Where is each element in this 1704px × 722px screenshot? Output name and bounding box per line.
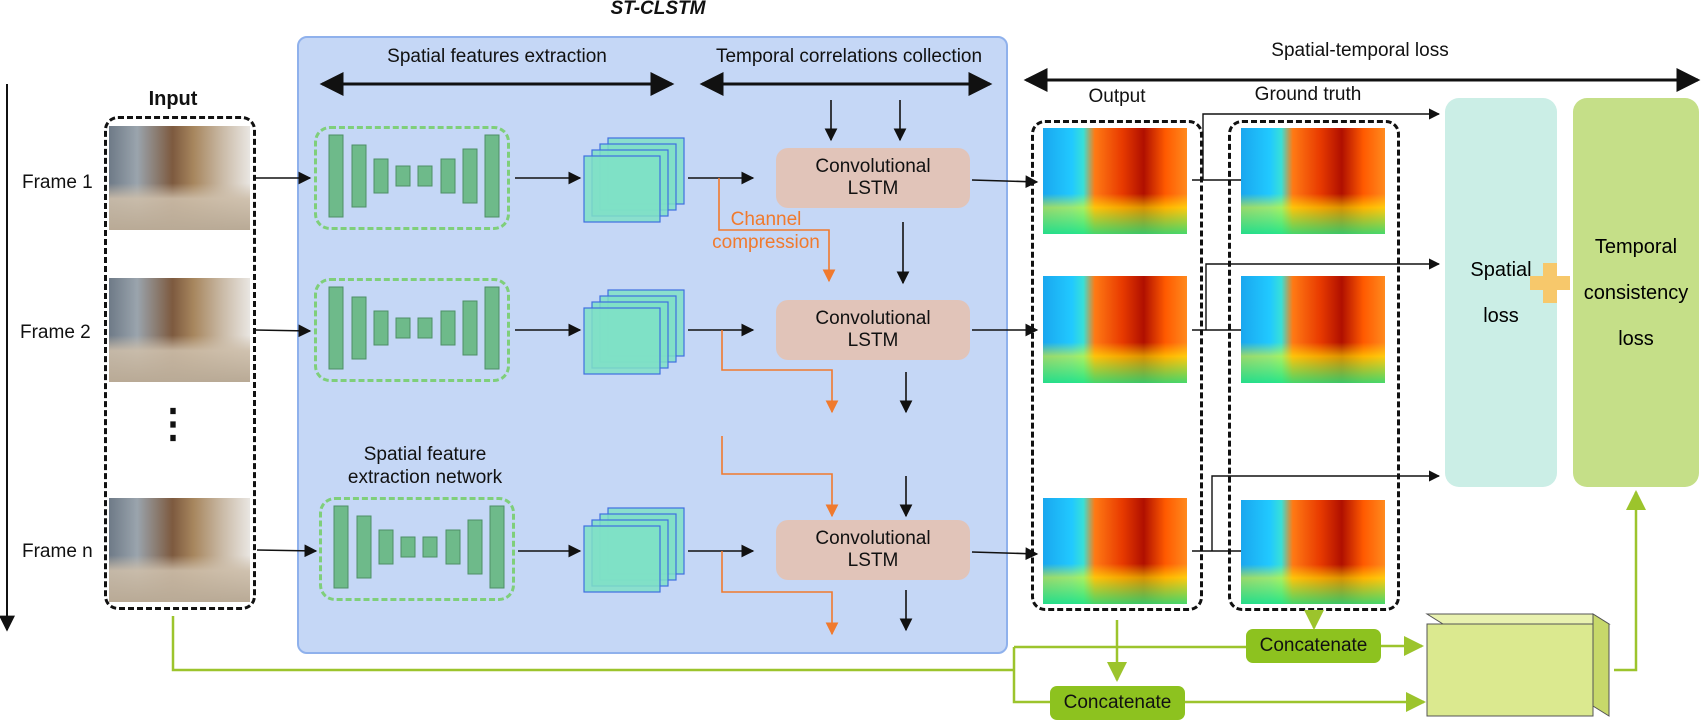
discriminator-label: 3DCNN based discriminator <box>1413 648 1563 694</box>
temporal-section-label: Temporal correlations collection <box>715 46 983 67</box>
ground-truth-depth-n <box>1241 500 1385 604</box>
temporal-loss-box: Temporal consistency loss <box>1573 98 1699 487</box>
st-clstm-title: ST-CLSTM <box>610 0 706 19</box>
temporal-loss-label: Temporal consistency loss <box>1583 235 1689 350</box>
conv-lstm-n: Convolutional LSTM <box>776 520 970 580</box>
encoder-group-n <box>319 497 515 601</box>
input-frame-1-image <box>109 126 250 230</box>
frames-ellipsis: ⋮ <box>153 402 193 446</box>
input-heading: Input <box>148 88 198 110</box>
concatenate-output-label: Concatenate <box>1063 692 1172 713</box>
plus-glyph: + <box>1531 260 1532 261</box>
output-depth-n <box>1043 498 1187 604</box>
channel-compression-label: Channel compression <box>696 208 836 254</box>
encoder-group-1 <box>314 126 510 230</box>
frame-label-2: Frame 2 <box>20 322 91 343</box>
concatenate-output: Concatenate <box>1050 686 1185 720</box>
conv-lstm-n-label: Convolutional LSTM <box>815 528 931 571</box>
input-frame-2-image <box>109 278 250 382</box>
spatial-section-label: Spatial features extraction <box>387 46 607 67</box>
concatenate-ground-truth-label: Concatenate <box>1259 635 1368 656</box>
frame-label-1: Frame 1 <box>22 172 93 193</box>
conv-lstm-2-label: Convolutional LSTM <box>815 308 931 351</box>
output-depth-2 <box>1043 276 1187 383</box>
output-group <box>1031 120 1203 611</box>
spatial-network-label-text: Spatial feature extraction network <box>347 444 503 488</box>
input-frames-group <box>104 116 256 610</box>
frame-label-n: Frame n <box>22 541 93 562</box>
ground-truth-depth-1 <box>1241 128 1385 234</box>
conv-lstm-1-label: Convolutional LSTM <box>815 156 931 199</box>
output-depth-1 <box>1043 128 1187 234</box>
conv-lstm-2: Convolutional LSTM <box>776 300 970 360</box>
concatenate-ground-truth: Concatenate <box>1246 629 1381 663</box>
spatial-loss-box: Spatial loss <box>1445 98 1557 487</box>
loss-header: Spatial-temporal loss <box>1271 40 1449 61</box>
ground-truth-label: Ground truth <box>1254 84 1362 105</box>
encoder-group-2 <box>314 278 510 382</box>
channel-compression-text: Channel compression <box>712 209 820 253</box>
conv-lstm-1: Convolutional LSTM <box>776 148 970 208</box>
output-label: Output <box>1088 86 1146 107</box>
input-frame-n-image <box>109 498 250 602</box>
discriminator-label-text: 3DCNN based discriminator <box>1426 649 1550 693</box>
spatial-network-label: Spatial feature extraction network <box>325 443 525 489</box>
ground-truth-depth-2 <box>1241 276 1385 383</box>
spatial-loss-label: Spatial loss <box>1470 258 1532 327</box>
